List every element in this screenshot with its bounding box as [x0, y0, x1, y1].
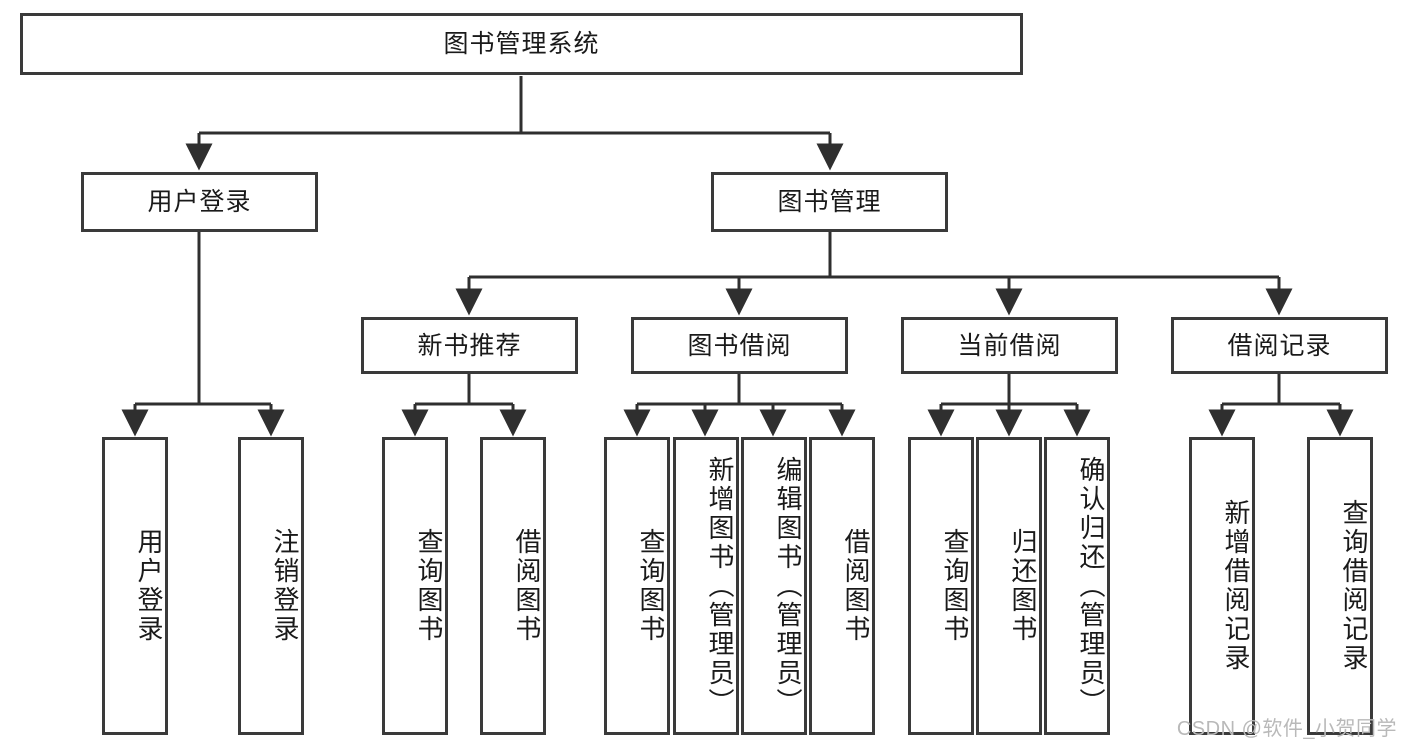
leaf-label: 借阅图书 — [512, 528, 542, 644]
watermark: CSDN @软件_小贺同学 — [1176, 718, 1397, 740]
node-new-book-recommend[interactable]: 新书推荐 — [361, 317, 578, 374]
leaf-logout[interactable]: 注销登录 — [238, 437, 304, 735]
leaf-borrow-book-new[interactable]: 借阅图书 — [480, 437, 546, 735]
leaf-query-book-borrow[interactable]: 查询图书 — [604, 437, 670, 735]
leaf-add-book-admin[interactable]: 新增图书（管理员） — [673, 437, 739, 735]
leaf-label: 查询借阅记录 — [1339, 499, 1369, 673]
node-book-management[interactable]: 图书管理 — [711, 172, 948, 232]
node-current-borrow[interactable]: 当前借阅 — [901, 317, 1118, 374]
leaf-label: 查询图书 — [414, 528, 444, 644]
leaf-label: 新增图书（管理员） — [705, 455, 735, 717]
node-book-borrow[interactable]: 图书借阅 — [631, 317, 848, 374]
leaf-label: 用户登录 — [134, 528, 164, 644]
leaf-query-book-new[interactable]: 查询图书 — [382, 437, 448, 735]
leaf-confirm-return-admin[interactable]: 确认归还（管理员） — [1044, 437, 1110, 735]
leaf-query-book-current[interactable]: 查询图书 — [908, 437, 974, 735]
leaf-query-borrow-record[interactable]: 查询借阅记录 — [1307, 437, 1373, 735]
node-current-borrow-label: 当前借阅 — [957, 331, 1062, 360]
node-book-borrow-label: 图书借阅 — [687, 331, 792, 360]
node-borrow-records[interactable]: 借阅记录 — [1171, 317, 1388, 374]
node-borrow-records-label: 借阅记录 — [1227, 331, 1332, 360]
leaf-label: 注销登录 — [270, 528, 300, 644]
node-root-label: 图书管理系统 — [443, 30, 600, 58]
leaf-add-borrow-record[interactable]: 新增借阅记录 — [1189, 437, 1255, 735]
node-user-login-label: 用户登录 — [147, 188, 252, 216]
leaf-return-book[interactable]: 归还图书 — [976, 437, 1042, 735]
leaf-label: 确认归还（管理员） — [1076, 455, 1106, 717]
leaf-label: 新增借阅记录 — [1221, 499, 1251, 673]
node-new-book-recommend-label: 新书推荐 — [417, 331, 522, 360]
leaf-borrow-book[interactable]: 借阅图书 — [809, 437, 875, 735]
node-user-login[interactable]: 用户登录 — [81, 172, 318, 232]
leaf-user-login[interactable]: 用户登录 — [102, 437, 168, 735]
leaf-label: 归还图书 — [1008, 528, 1038, 644]
leaf-label: 查询图书 — [636, 528, 666, 644]
leaf-label: 查询图书 — [940, 528, 970, 644]
leaf-edit-book-admin[interactable]: 编辑图书（管理员） — [741, 437, 807, 735]
leaf-label: 借阅图书 — [841, 528, 871, 644]
leaf-label: 编辑图书（管理员） — [773, 455, 803, 717]
node-book-management-label: 图书管理 — [777, 188, 882, 216]
node-root[interactable]: 图书管理系统 — [20, 13, 1023, 75]
